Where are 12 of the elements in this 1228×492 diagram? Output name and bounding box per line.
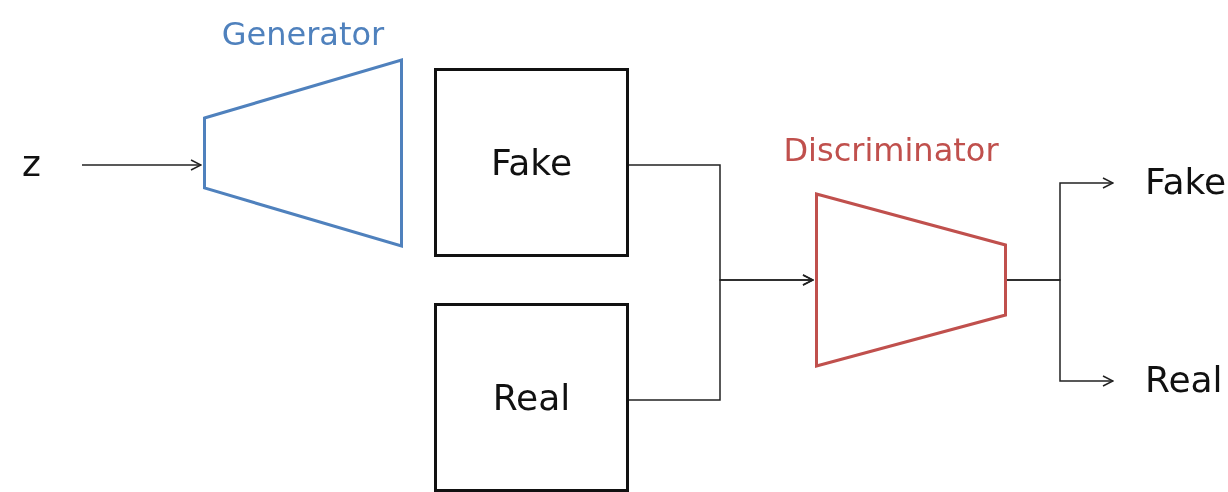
image-box [434, 68, 629, 257]
image-box [434, 303, 629, 492]
block-title: Generator [220, 18, 386, 50]
box-label: Real [492, 377, 571, 418]
box-label: Fake [490, 142, 573, 183]
arrow [628, 274, 814, 401]
arrow [1006, 279, 1114, 387]
output-label: Real [1145, 362, 1223, 398]
input-label: z [22, 146, 41, 182]
block-title: Discriminator [782, 134, 1000, 166]
arrow [81, 159, 202, 171]
output-label: Fake [1145, 164, 1227, 200]
